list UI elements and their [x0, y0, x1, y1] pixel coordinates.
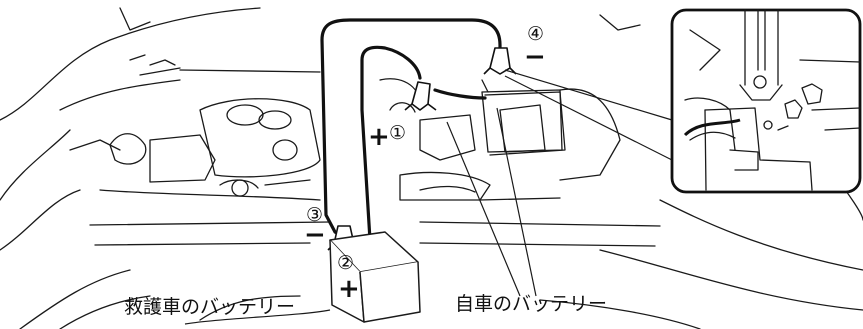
own-battery-drawing — [481, 79, 563, 153]
cable-to-terminal — [433, 88, 487, 100]
rescue-battery-box — [329, 231, 421, 323]
negative-jumper-cable — [320, 18, 502, 240]
positive-sign-rescue: + — [338, 274, 360, 304]
caption-leader-lines — [184, 309, 331, 325]
negative-sign-rescue: − — [304, 220, 326, 250]
marker-2-label: ② — [337, 252, 355, 274]
ground-point-pointer — [504, 69, 673, 161]
own-battery-caption: 自車のバッテリー — [455, 293, 608, 315]
marker-1-label: ① — [389, 122, 407, 144]
clamp-4-icon — [483, 47, 517, 75]
clamp-1-icon — [404, 81, 437, 111]
marker-4-label: ④ — [527, 23, 545, 45]
positive-sign-engine: + — [368, 122, 390, 152]
positive-jumper-cable — [360, 45, 422, 252]
negative-sign-engine: − — [524, 42, 546, 72]
own-battery-pointer — [446, 107, 537, 297]
rescue-battery-caption: 救護車のバッテリー — [124, 296, 296, 318]
marker-3-label: ③ — [306, 204, 324, 226]
front-radiator-panel — [89, 189, 661, 247]
engine-bay — [59, 54, 621, 201]
ground-point-inset — [670, 8, 862, 194]
